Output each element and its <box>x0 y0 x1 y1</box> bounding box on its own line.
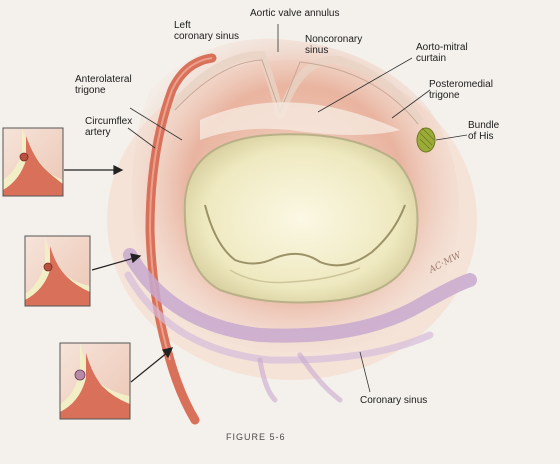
cross-section-inset-1 <box>2 127 64 197</box>
label-noncoronary-sinus: Noncoronary sinus <box>305 34 363 56</box>
circumflex-artery-highlight <box>148 57 213 361</box>
coronary-sinus-vein-lower <box>124 271 434 364</box>
label-anterolateral-trigone: Anterolateral trigone <box>75 74 132 96</box>
leader-lines <box>127 24 468 393</box>
label-posteromedial-trigone: Posteromedial trigone <box>429 79 493 101</box>
coronary-sinus-vein <box>123 248 477 343</box>
inset-arrows <box>64 165 174 383</box>
sinus-outline <box>174 59 419 125</box>
bundle-hatch <box>419 127 435 150</box>
label-bundle-of-his: Bundle of His <box>468 120 500 142</box>
coronary-sinus-tributary <box>257 352 343 403</box>
label-left-coronary-sinus: Left coronary sinus <box>174 20 240 42</box>
valve-commissures <box>204 204 406 267</box>
label-circumflex-artery: Circumflex artery <box>85 116 133 138</box>
label-aorto-mitral-curtain: Aorto-mitral curtain <box>416 42 468 64</box>
label-coronary-sinus: Coronary sinus <box>360 395 428 406</box>
cross-section-inset-2 <box>24 235 91 307</box>
valve-inner-fold <box>229 267 361 284</box>
valve-leaflets <box>183 133 419 304</box>
cross-section-inset-3 <box>59 342 131 420</box>
aorto-mitral-curtain <box>200 102 400 140</box>
figure-caption: FIGURE 5-6 <box>226 432 286 442</box>
label-aortic-valve-annulus: Aortic valve annulus <box>250 8 340 19</box>
